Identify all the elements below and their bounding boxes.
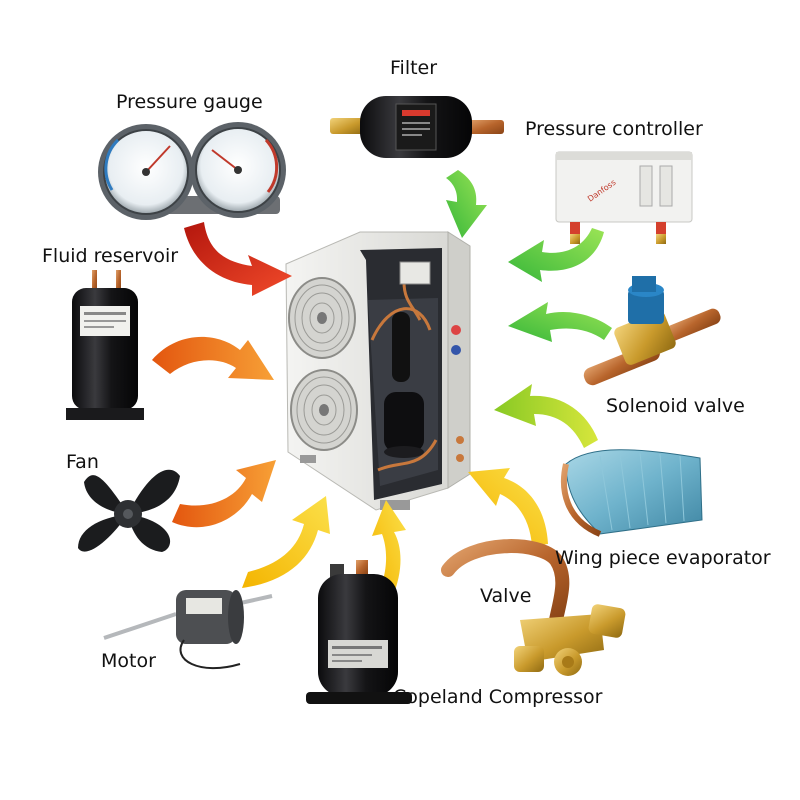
arrow-from-solenoid-valve — [508, 302, 612, 342]
arrow-from-pressure-gauge — [184, 222, 292, 296]
valve-image — [441, 539, 626, 676]
solenoid-valve-image — [583, 276, 721, 386]
label-pressure-gauge: Pressure gauge — [116, 91, 263, 113]
copeland-compressor-image — [306, 560, 412, 704]
pressure-gauge-image — [98, 122, 286, 220]
label-pressure-controller: Pressure controller — [525, 118, 703, 140]
label-valve: Valve — [480, 585, 532, 607]
fluid-reservoir-image — [66, 270, 144, 420]
label-fan: Fan — [66, 451, 99, 473]
arrow-from-fan — [172, 460, 276, 528]
arrow-from-pressure-controller — [508, 228, 604, 282]
arrow-from-filter — [446, 170, 487, 238]
wing-piece-evaporator-image — [560, 449, 703, 537]
outdoor-unit — [285, 231, 471, 511]
unit-fan-top — [288, 277, 356, 359]
arrow-from-motor — [242, 496, 330, 588]
label-motor: Motor — [101, 650, 156, 672]
pressure-controller-image: Danfoss — [555, 151, 693, 244]
label-filter: Filter — [390, 57, 438, 79]
label-solenoid-valve: Solenoid valve — [606, 395, 745, 417]
arrow-from-fluid-reservoir — [152, 336, 274, 380]
arrow-from-copeland-compressor — [372, 500, 406, 598]
label-copeland-compressor: Copeland Compressor — [393, 686, 603, 708]
unit-fan-bottom — [290, 369, 358, 451]
arrow-from-wing-piece-evaporator — [494, 384, 598, 448]
motor-image — [103, 590, 273, 670]
arrow-from-valve — [468, 468, 548, 546]
filter-image — [330, 96, 504, 158]
fan-image — [78, 469, 180, 552]
label-fluid-reservoir: Fluid reservoir — [42, 245, 179, 267]
label-wing-piece-evaporator: Wing piece evaporator — [555, 547, 771, 569]
